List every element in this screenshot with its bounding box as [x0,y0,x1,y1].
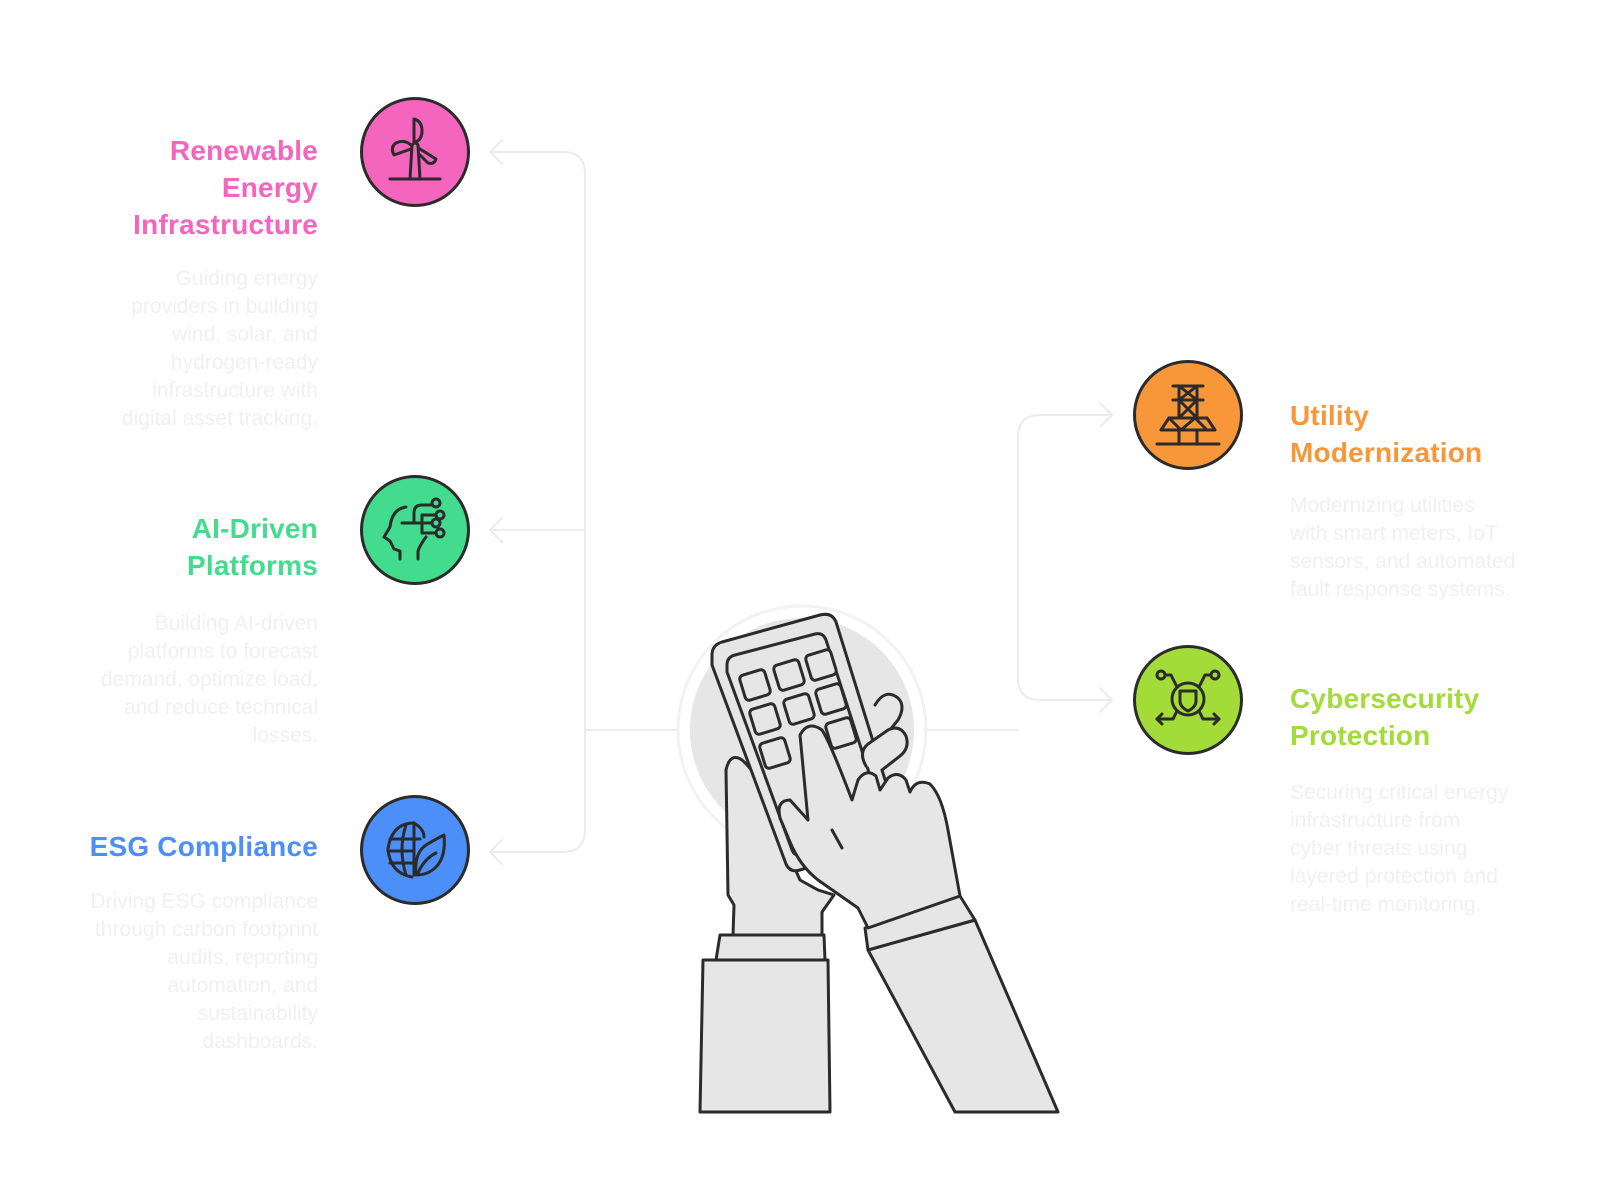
esg-compliance-description: Driving ESG compliance through carbon fo… [90,888,318,1056]
arrowhead-left-3 [489,839,503,865]
description-line: real-time monitoring. [1290,893,1482,916]
description-line: with smart meters, IoT [1290,522,1498,545]
title-line: Modernization [1290,437,1483,468]
utility-modernization-description: Modernizing utilities with smart meters,… [1290,492,1515,604]
description-line: Driving ESG compliance [90,890,318,913]
transmission-tower-icon [1155,384,1221,446]
wind-turbine-icon [388,117,442,181]
keypad-button [814,682,848,716]
title-line: Protection [1290,720,1431,751]
description-line: infrastructure from [1290,809,1461,832]
ai-head-circuit-icon [382,497,446,561]
shield-network-icon [1155,669,1221,726]
cybersecurity-title: Cybersecurity Protection [1290,680,1479,754]
title-line: Renewable [169,135,318,166]
renewable-energy-title: Renewable Energy Infrastructure [133,132,318,243]
title-line: Cybersecurity [1290,683,1480,714]
description-line: hydrogen-ready [170,351,318,374]
title-line: Platforms [187,550,318,581]
renewable-energy-node [360,97,470,207]
description-line: automation, and [167,974,318,997]
description-line: through carbon footprint [95,918,318,941]
connector-left-bracket [489,151,586,853]
description-line: cyber threats using [1290,837,1468,860]
keypad-button [748,702,782,736]
description-line: Building AI-driven [154,612,318,635]
keypad-button [772,658,806,692]
description-line: Securing critical energy [1290,781,1509,804]
description-line: demand, optimize load, [100,668,318,691]
utility-modernization-title: Utility Modernization [1290,397,1482,471]
description-line: sustainability [197,1002,318,1025]
renewable-energy-description: Guiding energy providers in building win… [122,265,318,433]
pointing-hand [777,724,962,930]
description-line: Modernizing utilities [1290,494,1475,517]
arrowhead-left-2 [489,517,503,543]
description-line: platforms to forecast [127,640,318,663]
description-line: sensors, and automated [1290,550,1516,573]
globe-leaf-icon [386,821,446,879]
esg-compliance-node [360,795,470,905]
ai-platforms-title: AI-Driven Platforms [187,510,318,584]
description-line: and reduce technical [124,696,318,719]
description-line: infrastructure with [152,379,318,402]
arrowhead-right-2 [1099,687,1113,713]
arrowhead-right-1 [1099,402,1113,428]
cybersecurity-node [1133,645,1243,755]
holding-thumb [873,692,904,744]
description-line: layered protection and [1290,865,1498,888]
pointing-finger-line [830,828,844,850]
title-line: Infrastructure [133,209,318,240]
title-line: ESG Compliance [89,831,318,862]
left-sleeve [698,958,832,1114]
connector-right-bracket [1017,414,1113,701]
keypad-button [758,736,792,770]
esg-compliance-title: ESG Compliance [90,828,318,865]
title-line: Energy [221,172,318,203]
right-sleeve [866,918,1060,1114]
arrowhead-left-1 [489,139,503,165]
description-line: Guiding energy [175,267,318,290]
description-line: digital asset tracking. [121,407,318,430]
ai-platforms-description: Building AI-driven platforms to forecast… [101,610,318,750]
hands-holding-phone-illustration [676,604,1060,1114]
description-line: dashboards. [202,1030,318,1053]
cybersecurity-description: Securing critical energy infrastructure … [1290,779,1508,919]
description-line: audits, reporting [167,946,318,969]
title-line: AI-Driven [191,513,318,544]
title-line: Utility [1290,400,1370,431]
description-line: losses. [252,724,318,747]
ai-platforms-node [360,475,470,585]
keypad-button [824,716,858,750]
utility-modernization-node [1133,360,1243,470]
description-line: providers in building [131,295,318,318]
keypad-button [782,692,816,726]
keypad-button [738,668,772,702]
keypad-button [804,648,838,682]
upper-finger [861,726,909,772]
description-line: fault response systems. [1290,578,1511,601]
description-line: wind, solar, and [172,323,318,346]
left-cuff [714,933,827,962]
